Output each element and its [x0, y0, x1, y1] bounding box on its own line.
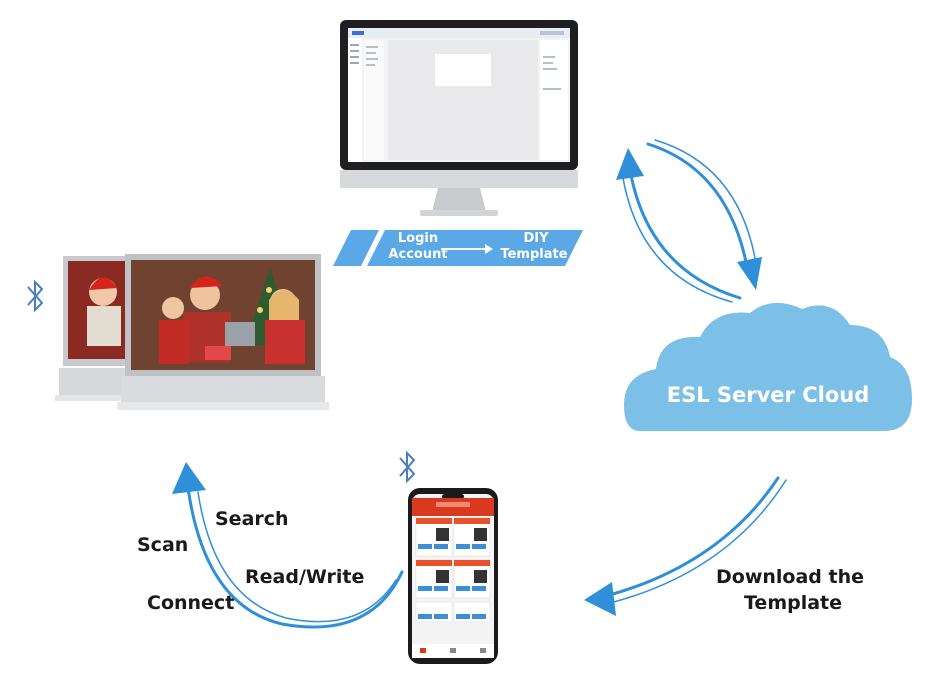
cloud-label: ESL Server Cloud — [666, 383, 870, 407]
bluetooth-icon — [24, 277, 48, 315]
action-read-write-label: Read/Write — [245, 566, 365, 588]
download-arrow — [584, 476, 787, 616]
esl-server-cloud: ESL Server Cloud — [622, 295, 914, 435]
action-scan-label: Scan — [137, 534, 189, 556]
sync-arrow-up — [616, 148, 742, 303]
banner-step-login-line2: Account — [388, 247, 448, 262]
banner-step-login-line1: Login — [397, 231, 439, 246]
download-label-line2: Template — [744, 592, 843, 614]
phone-illustration — [408, 488, 498, 664]
banner-step-diy-line1: DIY — [523, 231, 549, 246]
sync-arrow-down — [646, 139, 762, 290]
workflow-banner: Login Account DIY Template — [333, 228, 583, 268]
download-label-line1: Download the — [716, 566, 865, 588]
bluetooth-icon — [396, 448, 420, 486]
monitor-illustration — [340, 20, 578, 216]
cloud-shape — [624, 302, 912, 431]
banner-shape — [333, 230, 583, 266]
desktop-monitor — [340, 20, 578, 220]
banner-step-diy-line2: Template — [500, 247, 568, 262]
smartphone — [408, 488, 498, 664]
action-search-label: Search — [215, 508, 289, 530]
phone-to-display-arrow — [172, 462, 404, 629]
action-connect-label: Connect — [147, 592, 235, 614]
esl-display-devices — [55, 250, 335, 420]
display-illustration — [55, 254, 329, 410]
